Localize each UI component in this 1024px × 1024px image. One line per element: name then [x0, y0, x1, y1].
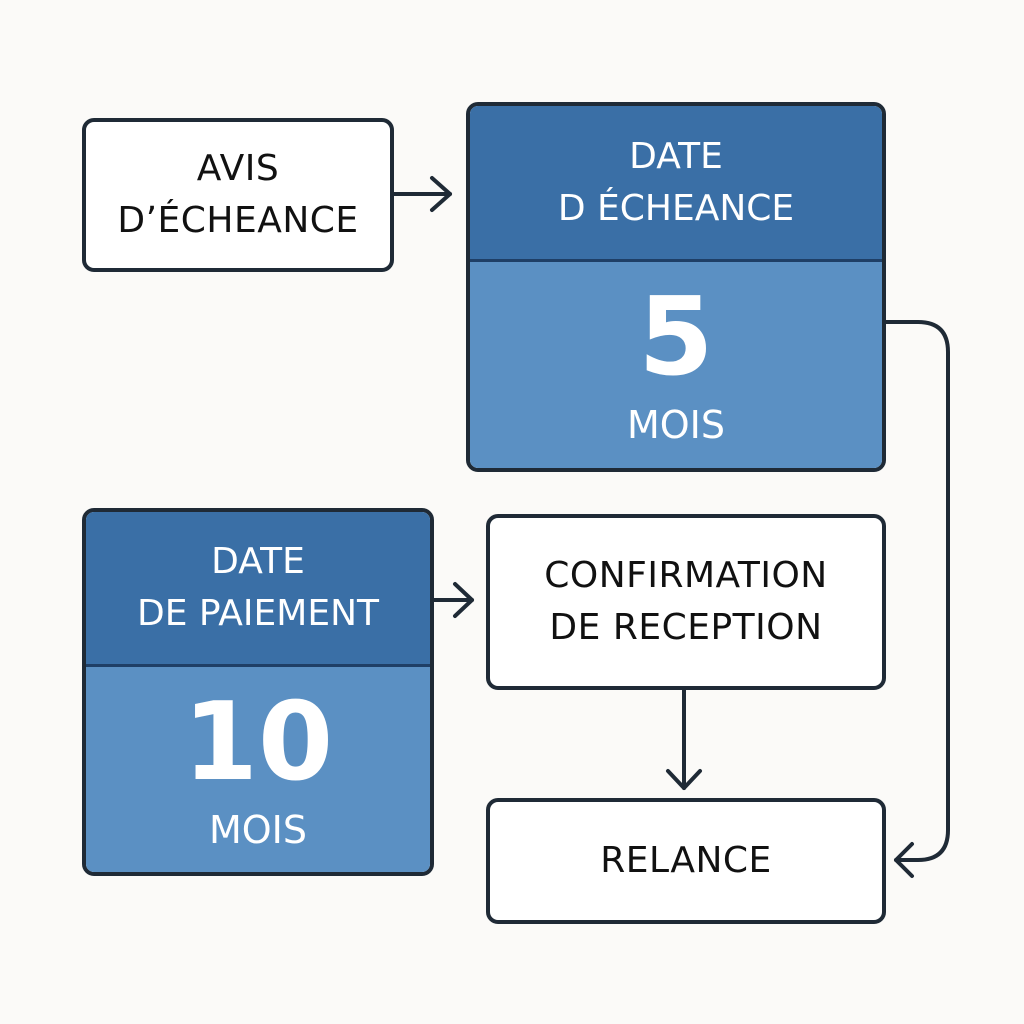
node-paiement-header: DATE DE PAIEMENT [86, 512, 430, 667]
arrow-paiement-to-confirmation [432, 582, 474, 618]
node-relance: RELANCE [486, 798, 886, 924]
node-paiement-line2: DE PAIEMENT [136, 593, 380, 634]
node-confirmation-reception: CONFIRMATION DE RECEPTION [486, 514, 886, 690]
node-echeance-unit: MOIS [626, 403, 726, 447]
node-echeance-header: DATE D ÉCHEANCE [470, 106, 882, 262]
node-relance-label: RELANCE [600, 840, 772, 881]
node-echeance-value: 5 [638, 275, 714, 400]
arrow-confirmation-to-relance [666, 688, 702, 790]
arrow-avis-to-echeance [392, 176, 452, 212]
arrow-echeance-to-relance [884, 320, 950, 878]
node-echeance-body: 5 MOIS [470, 262, 882, 468]
node-paiement-body: 10 MOIS [86, 667, 430, 872]
node-echeance-line2: D ÉCHEANCE [557, 187, 795, 229]
node-paiement-value: 10 [182, 679, 334, 805]
node-avis-line1: AVIS [196, 148, 280, 189]
node-date-paiement: DATE DE PAIEMENT 10 MOIS [82, 508, 434, 876]
node-paiement-unit: MOIS [208, 807, 308, 852]
node-confirmation-line2: DE RECEPTION [549, 607, 823, 648]
node-avis-line2: D’ÉCHEANCE [117, 200, 359, 241]
node-date-echeance: DATE D ÉCHEANCE 5 MOIS [466, 102, 886, 472]
node-echeance-line1: DATE [629, 135, 723, 177]
node-confirmation-line1: CONFIRMATION [544, 555, 828, 596]
node-paiement-line1: DATE [211, 541, 305, 582]
node-avis-echeance: AVIS D’ÉCHEANCE [82, 118, 394, 272]
